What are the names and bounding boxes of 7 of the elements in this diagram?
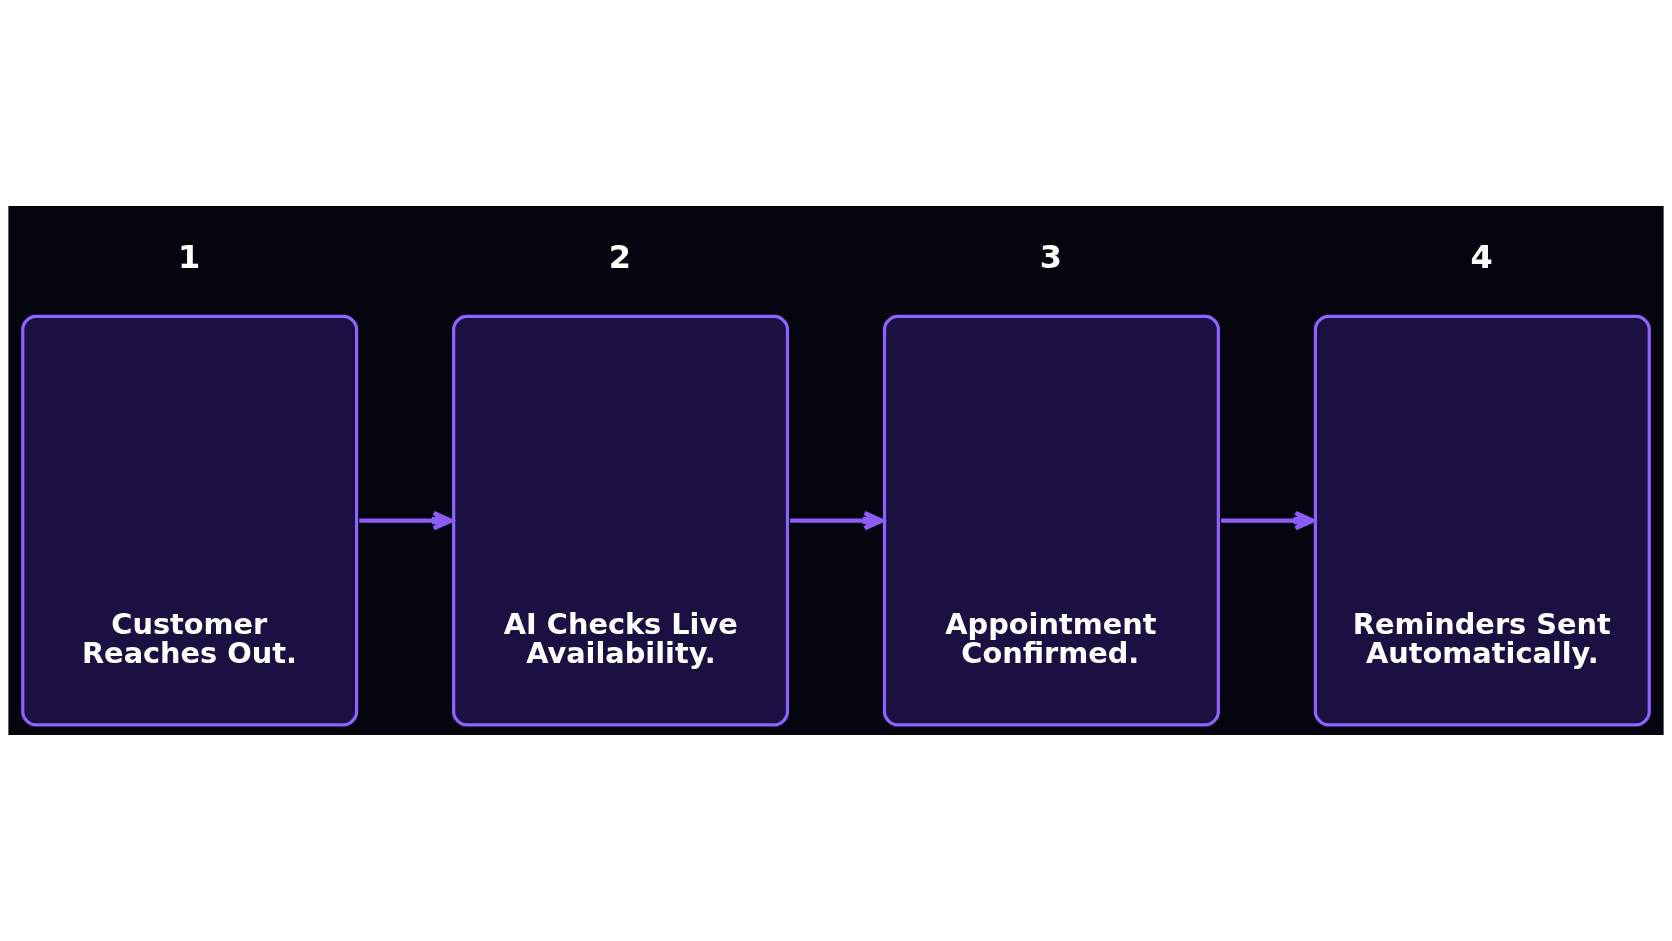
node-label: 4 [1470, 237, 1493, 276]
arrow [359, 510, 454, 531]
arrow [790, 510, 884, 531]
node-label: 2 [608, 237, 632, 276]
node-label: 1 [177, 237, 201, 276]
node-label: 3 [1039, 237, 1062, 276]
arrow [1221, 510, 1315, 531]
